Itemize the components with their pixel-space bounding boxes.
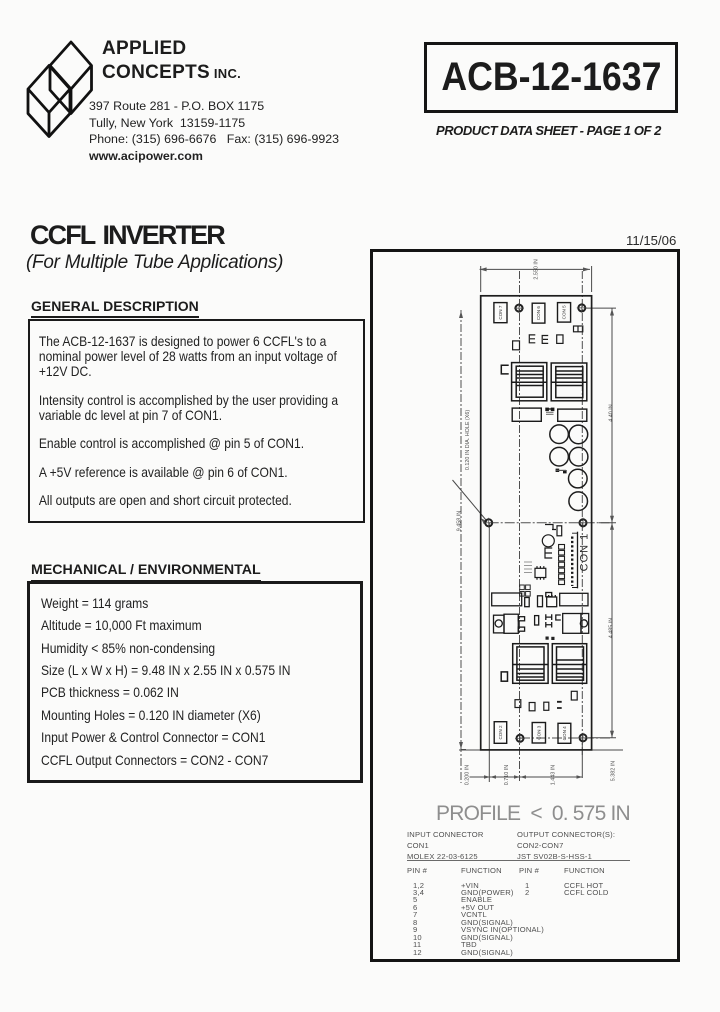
svg-text:CON 1: CON 1 [579, 533, 591, 572]
svg-text:2.550 IN: 2.550 IN [534, 259, 540, 279]
svg-text:CON 5: CON 5 [562, 305, 567, 319]
svg-text:4.485 IN: 4.485 IN [609, 618, 615, 638]
svg-text:CON 7: CON 7 [498, 305, 503, 319]
svg-text:0.710 IN: 0.710 IN [504, 765, 510, 785]
svg-text:0.120 IN DIA. HOLE (X6): 0.120 IN DIA. HOLE (X6) [465, 410, 471, 470]
svg-text:CON 6: CON 6 [536, 306, 541, 320]
svg-text:CON 4: CON 4 [562, 726, 567, 740]
svg-text:0.200 IN: 0.200 IN [465, 765, 471, 785]
svg-text:CON 3: CON 3 [536, 725, 541, 739]
svg-text:5.382 IN: 5.382 IN [611, 761, 617, 781]
svg-text:4.40 IN: 4.40 IN [609, 404, 615, 421]
svg-text:1.443 IN: 1.443 IN [551, 765, 557, 785]
svg-text:9.458 IN: 9.458 IN [456, 511, 462, 531]
svg-text:CON 2: CON 2 [498, 725, 503, 739]
